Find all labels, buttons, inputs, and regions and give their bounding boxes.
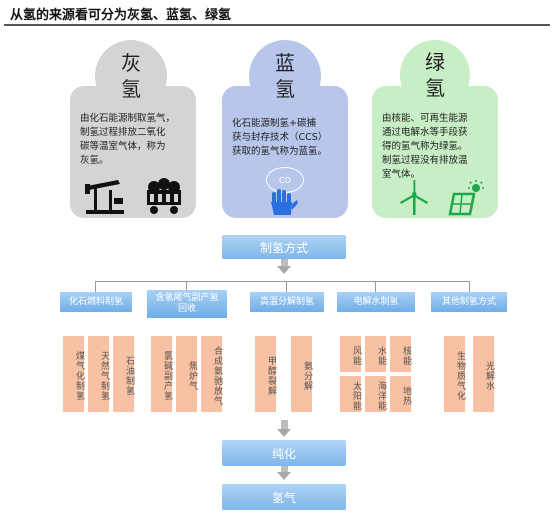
blue-hydrogen-name-1: 蓝 — [275, 51, 295, 75]
grey-desc-line: 碳等温室气体，称为 — [80, 141, 166, 152]
flow-arrow-down — [277, 472, 291, 480]
coal-cart-icon — [147, 178, 181, 214]
category-label: 高温分解制氢 — [259, 296, 314, 307]
grey-hydrogen-name-2: 氢 — [121, 77, 141, 101]
category-byproduct-recovery: 含氢尾气副产氢回收 — [147, 290, 227, 318]
green-desc-line: 通过电解水等手段获 — [382, 127, 468, 138]
category-connector — [375, 281, 376, 292]
item-biomass-gasification: 生物质气化 — [444, 336, 465, 412]
co-label: CO — [279, 175, 291, 185]
production-method-label: 制氢方式 — [259, 240, 308, 255]
item-ocean: 海洋能 — [365, 376, 386, 412]
purification-label: 纯化 — [271, 446, 296, 461]
grey-hydrogen-description: 由化石能源制取氢气， 制氢过程排放二氧化 碳等温室气体，称为 灰氢。 — [80, 112, 192, 168]
category-connector — [95, 281, 96, 292]
capture-hand-icon — [271, 189, 298, 215]
green-desc-line: 制氢过程没有排放温 — [382, 155, 468, 166]
item-coal-gasification: 煤气化制氢 — [63, 336, 84, 412]
category-other: 其他制氢方式 — [431, 292, 507, 312]
item-geothermal: 地热 — [390, 376, 411, 412]
category-electrolysis: 电解水制氢 — [337, 292, 415, 312]
wind-turbine-icon — [400, 180, 428, 215]
item-petroleum: 石油制氢 — [113, 336, 134, 412]
blue-desc-line: 获与封存技术（CCS） — [232, 132, 328, 143]
item-solar: 太阳能 — [340, 376, 361, 412]
category-label: 化石燃料制氢 — [68, 296, 123, 307]
hydrogen-product-label: 氢气 — [271, 490, 296, 505]
item-photolysis: 光解水 — [473, 336, 494, 412]
green-hydrogen-name-2: 氢 — [425, 76, 445, 100]
green-hydrogen-description: 由核能、可再生能源 通过电解水等手段获 得的氢气称为绿氢。 制氢过程没有排放温 … — [382, 112, 496, 182]
green-desc-line: 得的氢气称为绿氢。 — [382, 141, 468, 152]
oil-pump-icon — [85, 180, 124, 214]
grey-desc-line: 制氢过程排放二氧化 — [80, 127, 166, 138]
item-natural-gas: 天然气制氢 — [88, 336, 109, 412]
grey-hydrogen-name-1: 灰 — [121, 51, 141, 75]
grey-desc-line: 由化石能源制取氢气， — [80, 113, 176, 124]
item-ammonia-purge-gas: 合成氨驰放气 — [201, 336, 222, 412]
item-hydro: 水能 — [365, 336, 386, 372]
flow-arrow-stem — [281, 466, 288, 473]
green-hydrogen-name-1: 绿 — [425, 50, 445, 74]
hydrogen-product-box: 氢气 — [222, 484, 346, 510]
solar-panel-icon — [448, 180, 484, 216]
category-label: 电解水制氢 — [353, 296, 399, 307]
flow-arrow-down — [277, 429, 291, 437]
item-nuclear: 核能 — [390, 336, 411, 372]
grey-desc-line: 灰氢。 — [80, 155, 109, 166]
item-chlor-alkali: 氯碱副产氢 — [151, 336, 172, 412]
grey-hydrogen-bubble: 灰 氢 — [95, 40, 167, 112]
flow-arrow-down — [277, 266, 291, 274]
flow-arrow-stem — [281, 420, 288, 430]
category-connector-bar — [95, 281, 470, 282]
item-wind: 风能 — [340, 336, 361, 372]
blue-desc-line: 化石能源制氢+碳捕 — [232, 118, 316, 129]
category-label: 含氢尾气副产氢回收 — [155, 293, 219, 314]
blue-hydrogen-name-2: 氢 — [275, 77, 295, 101]
category-connector — [469, 281, 470, 292]
item-methanol-cracking: 甲醇裂解 — [255, 336, 276, 412]
green-desc-line: 室气体。 — [382, 169, 421, 180]
page-title: 从氢的来源看可分为灰氢、蓝氢、绿氢 — [10, 8, 232, 23]
category-fossil-fuel: 化石燃料制氢 — [60, 292, 132, 312]
category-connector — [186, 281, 187, 292]
category-connector — [286, 281, 287, 292]
flow-arrow-stem — [281, 259, 288, 267]
category-label: 其他制氢方式 — [441, 296, 496, 307]
green-desc-line: 由核能、可再生能源 — [382, 113, 468, 124]
item-coke-oven-gas: 焦炉气 — [176, 336, 197, 412]
blue-hydrogen-bubble: 蓝 氢 — [249, 40, 321, 112]
title-divider — [4, 24, 550, 26]
item-ammonia-decomposition: 氨分解 — [291, 336, 312, 412]
category-thermal-decomposition: 高温分解制氢 — [250, 292, 324, 312]
green-hydrogen-bubble: 绿 氢 — [400, 40, 470, 110]
production-method-box: 制氢方式 — [222, 235, 346, 259]
blue-desc-line: 获取的氢气称为蓝氢。 — [232, 146, 328, 157]
purification-box: 纯化 — [222, 440, 346, 466]
blue-hydrogen-description: 化石能源制氢+碳捕 获与封存技术（CCS） 获取的氢气称为蓝氢。 — [232, 117, 346, 159]
